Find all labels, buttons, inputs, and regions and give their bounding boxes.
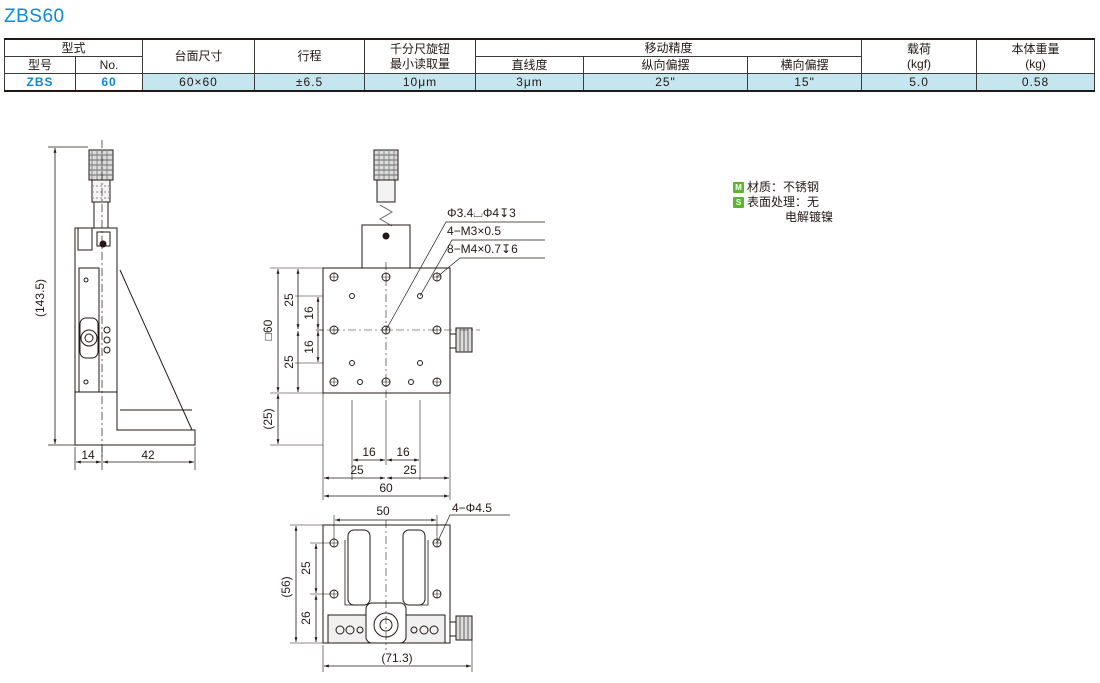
surface-badge-icon: S <box>733 197 744 208</box>
header-model: 型号 <box>4 56 76 74</box>
header-micrometer-line1: 千分尺旋钮 <box>390 41 451 56</box>
material-note: 材质：不锈钢 <box>747 180 820 194</box>
header-table-size: 台面尺寸 <box>142 38 256 74</box>
cell-no: 60 <box>74 73 144 92</box>
dim-v25-low: (25) <box>261 408 275 429</box>
dim-bottom-56: (56) <box>279 576 293 597</box>
cell-model: ZBS <box>4 73 76 92</box>
header-weight-line2: (kg) <box>1025 56 1046 71</box>
dim-side-42: 42 <box>141 448 155 462</box>
page-title: ZBS60 <box>4 6 65 27</box>
header-weight: 本体重量 (kg) <box>976 38 1096 74</box>
spec-table: 型式 台面尺寸 行程 千分尺旋钮 最小读取量 移动精度 载荷 (kgf) 本体重… <box>3 38 1096 92</box>
spec-notes: M 材质：不锈钢 S 表面处理：无 电解镀镍 <box>733 180 833 225</box>
header-weight-line1: 本体重量 <box>1011 41 1060 56</box>
header-load-line1: 载荷 <box>907 41 932 56</box>
callout-hole-spec: Φ3.4⌴Φ4↧3 <box>447 206 516 220</box>
side-view <box>48 140 196 470</box>
top-view <box>270 149 545 500</box>
cell-micrometer: 10μm <box>364 73 477 92</box>
cell-straightness: 3μm <box>475 73 585 92</box>
header-pitch: 纵向偏摆 <box>583 56 749 74</box>
dim-v16-top: 16 <box>302 306 316 320</box>
dim-side-14: 14 <box>81 448 95 462</box>
cell-table-size: 60×60 <box>142 73 256 92</box>
top-micrometer-icon <box>361 149 411 269</box>
material-badge-icon: M <box>733 182 744 193</box>
header-accuracy-group: 移动精度 <box>475 38 863 57</box>
dim-square-60: □60 <box>261 319 275 340</box>
cell-load: 5.0 <box>861 73 978 92</box>
dim-bottom-26: 26 <box>299 611 313 625</box>
cell-travel: ±6.5 <box>254 73 366 92</box>
dim-v25-bot: 25 <box>282 355 296 369</box>
dim-h16-right: 16 <box>396 445 410 459</box>
dim-height-total: (143.5) <box>33 279 47 317</box>
callout-m4-spec: 8−M4×0.7↧6 <box>447 242 518 256</box>
dim-h25-left: 25 <box>350 463 364 477</box>
dim-bottom-71: (71.3) <box>381 651 412 665</box>
cell-pitch: 25" <box>583 73 749 92</box>
callout-m3-spec: 4−M3×0.5 <box>447 224 501 238</box>
header-yaw: 横向偏摆 <box>747 56 863 74</box>
header-load-line2: (kgf) <box>907 56 932 71</box>
header-straightness: 直线度 <box>475 56 585 74</box>
header-travel: 行程 <box>254 38 366 74</box>
micrometer-knob-icon <box>88 149 114 229</box>
surface-note: 表面处理：无 <box>747 195 820 209</box>
table-row: ZBS 60 60×60 ±6.5 10μm 3μm 25" 15" 5.0 0… <box>4 73 1096 92</box>
bottom-view <box>290 514 510 672</box>
surface-note-cont: 电解镀镍 <box>785 210 834 224</box>
cell-weight: 0.58 <box>976 73 1096 92</box>
header-no: No. <box>74 56 144 74</box>
dim-h25-right: 25 <box>403 463 417 477</box>
dim-v16-bot: 16 <box>302 340 316 354</box>
plate-holes <box>329 272 442 387</box>
dim-bottom-50: 50 <box>376 504 390 518</box>
dim-v25-top: 25 <box>282 293 296 307</box>
dim-h60: 60 <box>379 481 393 495</box>
side-knob-icon <box>449 327 473 353</box>
cell-yaw: 15" <box>747 73 863 92</box>
header-micrometer-line2: 最小读取量 <box>390 56 451 71</box>
header-micrometer: 千分尺旋钮 最小读取量 <box>364 38 477 74</box>
dim-h16-left: 16 <box>362 445 376 459</box>
dim-bottom-25: 25 <box>299 561 313 575</box>
callout-bottom-holes: 4−Φ4.5 <box>452 501 492 515</box>
